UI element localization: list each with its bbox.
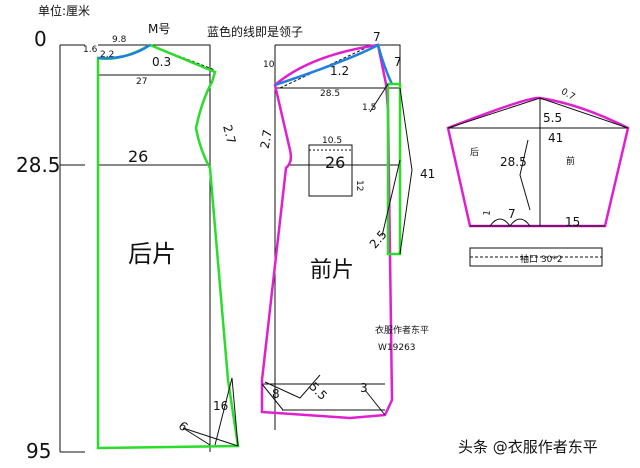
back-dim-27: 27	[136, 77, 147, 87]
front-collar-curve	[274, 43, 394, 87]
back-dim-9-8: 9.8	[112, 35, 127, 45]
front-hem-corner-right	[364, 389, 386, 416]
sleeve-front-label: 前	[566, 155, 575, 167]
front-dim-1-2: 1.2	[330, 64, 349, 78]
back-side-guide	[214, 377, 239, 447]
size-label: M号	[148, 22, 170, 36]
sleeve-dim-0-7: 0.7	[559, 87, 576, 103]
sleeve-dim-15: 15	[565, 215, 580, 229]
sleeve-cap-guide	[447, 97, 629, 129]
front-dim-7: 7	[373, 30, 381, 44]
sleeve-dim-41: 41	[548, 131, 563, 145]
front-placket-guide-2	[381, 159, 401, 237]
watermark: 头条 @衣服作者东平	[458, 438, 598, 456]
cuff-piece: 袖口 30*2	[469, 247, 603, 267]
front-hem-corner-left	[264, 374, 321, 399]
back-dim-2-7: 2.7	[220, 123, 238, 145]
back-dim-0-3: 0.3	[152, 55, 171, 69]
back-dim-1-6: 1.6	[83, 45, 98, 55]
back-piece: 1.6 9.8 2.2 0.3 27 26 2.7 16 6 后片	[83, 35, 240, 452]
front-dim-26: 26	[325, 153, 345, 172]
front-pocket	[308, 144, 353, 197]
back-dim-2-2: 2.2	[100, 50, 114, 60]
front-dim-2-7: 2.7	[258, 129, 275, 150]
back-dim-26: 26	[128, 147, 148, 166]
front-dim-2-5: 2.5	[367, 228, 390, 252]
front-dim-5-5: 5.5	[307, 380, 330, 403]
sleeve-dim-28-5: 28.5	[500, 155, 527, 169]
sleeve-piece: 0.7 5.5 41 28.5 7 15 1 后 前	[446, 87, 630, 229]
front-title: 前片	[310, 258, 354, 283]
scale-top-label: 0	[34, 27, 47, 51]
front-dim-28-5: 28.5	[320, 89, 340, 99]
front-dim-7b: 7	[394, 55, 402, 69]
front-dim-10: 10	[263, 60, 275, 70]
unit-label: 单位:厘米	[38, 3, 90, 18]
front-dim-1-5: 1.5	[362, 103, 376, 113]
front-dim-3: 3	[360, 381, 368, 395]
sleeve-outline	[446, 96, 630, 228]
front-dim-41: 41	[420, 167, 435, 181]
back-hem-guide-1	[182, 427, 239, 447]
sleeve-dim-5-5: 5.5	[543, 111, 562, 125]
sleeve-dim-1: 1	[482, 209, 493, 216]
front-hem-diagonal	[261, 383, 284, 411]
sleeve-zigzag	[519, 139, 531, 211]
back-title: 后片	[128, 240, 176, 268]
front-author: 衣服作者东平	[375, 324, 429, 336]
front-dim-12: 12	[354, 180, 364, 191]
front-dim-10-5: 10.5	[322, 136, 342, 146]
front-code: W19263	[378, 343, 416, 353]
cuff-label: 袖口 30*2	[520, 253, 563, 265]
collar-note: 蓝色的线即是领子	[207, 24, 303, 39]
back-hem-guide-2	[182, 427, 211, 446]
back-dim-16: 16	[213, 399, 228, 413]
front-outline	[260, 43, 394, 420]
sleeve-dim-7: 7	[508, 207, 516, 221]
back-frame	[98, 44, 211, 452]
front-dim-8: 8	[272, 387, 280, 401]
front-placket-guide	[369, 83, 389, 113]
front-placket	[386, 82, 402, 256]
scale-chest-label: 28.5	[16, 153, 61, 177]
back-collar-curve	[97, 43, 151, 60]
scale-bottom-label: 95	[26, 439, 51, 463]
sleeve-placket-curve	[489, 218, 531, 227]
front-length-bracket	[399, 87, 413, 255]
front-piece: 7 10 1.2 7 28.5 1.5 2.7 10.5 26 12 41 2.…	[258, 30, 435, 430]
vertical-scale: 0 28.5 95	[16, 27, 85, 463]
sleeve-back-label: 后	[470, 147, 479, 158]
